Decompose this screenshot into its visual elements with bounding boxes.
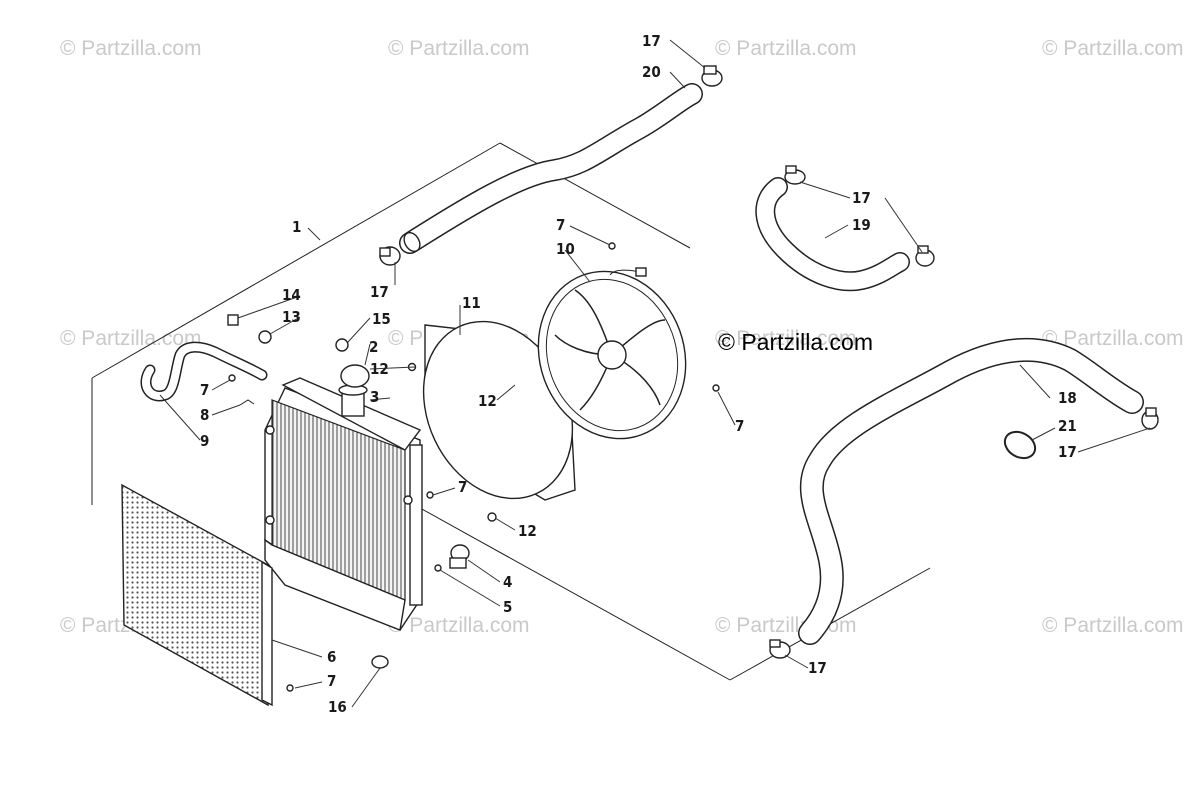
callout-7: 7 [327, 672, 336, 690]
small-fasteners [227, 242, 720, 692]
callout-12: 12 [518, 522, 537, 540]
clamp-ring [1003, 430, 1037, 460]
callout-19: 19 [852, 216, 871, 234]
leader-lines [159, 39, 1151, 708]
watermark: © Partzilla.com [388, 614, 530, 637]
callout-12: 12 [370, 360, 389, 378]
cooling-fan [537, 267, 687, 440]
callout-13: 13 [282, 308, 301, 326]
callout-8: 8 [200, 406, 209, 424]
callout-7: 7 [735, 417, 744, 435]
callout-7: 7 [458, 478, 467, 496]
callout-18: 18 [1058, 389, 1077, 407]
callout-17: 17 [370, 283, 389, 301]
watermark: © Partzilla.com [388, 37, 530, 60]
watermark: © Partzilla.com [715, 327, 857, 350]
hose-clamp [379, 246, 401, 266]
watermark: © Partzilla.com [60, 327, 202, 350]
radiator-screen [121, 483, 273, 707]
callout-2: 2 [369, 338, 378, 356]
radiator-cap [338, 364, 370, 417]
callout-5: 5 [503, 598, 512, 616]
watermark: © Partzilla.com [60, 37, 202, 60]
callout-17: 17 [852, 189, 871, 207]
callout-6: 6 [327, 648, 336, 666]
callout-17: 17 [1058, 443, 1077, 461]
callout-17: 17 [808, 659, 827, 677]
callout-16: 16 [328, 698, 347, 716]
fan-shroud [422, 320, 576, 501]
watermark: © Partzilla.com [715, 614, 857, 637]
watermark: © Partzilla.com [1042, 327, 1184, 350]
hose-clamp [784, 165, 806, 185]
callout-1: 1 [292, 218, 301, 236]
callout-10: 10 [556, 240, 575, 258]
callout-4: 4 [503, 573, 512, 591]
hose-clamp [915, 245, 935, 267]
callout-20: 20 [642, 63, 661, 81]
callout-15: 15 [372, 310, 391, 328]
callout-11: 11 [462, 294, 481, 312]
callout-12: 12 [478, 392, 497, 410]
hose-clamp [701, 65, 723, 87]
upper-hose [399, 83, 703, 254]
hose-clamp [1141, 407, 1159, 430]
callout-21: 21 [1058, 417, 1077, 435]
callout-17: 17 [642, 32, 661, 50]
callouts: 1 2 3 4 5 6 7 7 7 7 7 8 9 10 11 12 12 12… [200, 32, 1077, 716]
callout-7: 7 [200, 381, 209, 399]
brand-mark: © Partzilla.com [718, 329, 873, 355]
watermark: © Partzilla.com [715, 37, 857, 60]
overflow-hose [140, 341, 268, 402]
lower-hose [798, 337, 1144, 645]
hose-clamp [769, 639, 791, 659]
watermark: © Partzilla.com [1042, 614, 1184, 637]
watermark: © Partzilla.com [1042, 37, 1184, 60]
radiator [264, 377, 423, 631]
callout-3: 3 [370, 388, 379, 406]
callout-14: 14 [282, 286, 301, 304]
callout-9: 9 [200, 432, 209, 450]
bypass-hose [755, 177, 910, 292]
callout-7: 7 [556, 216, 565, 234]
